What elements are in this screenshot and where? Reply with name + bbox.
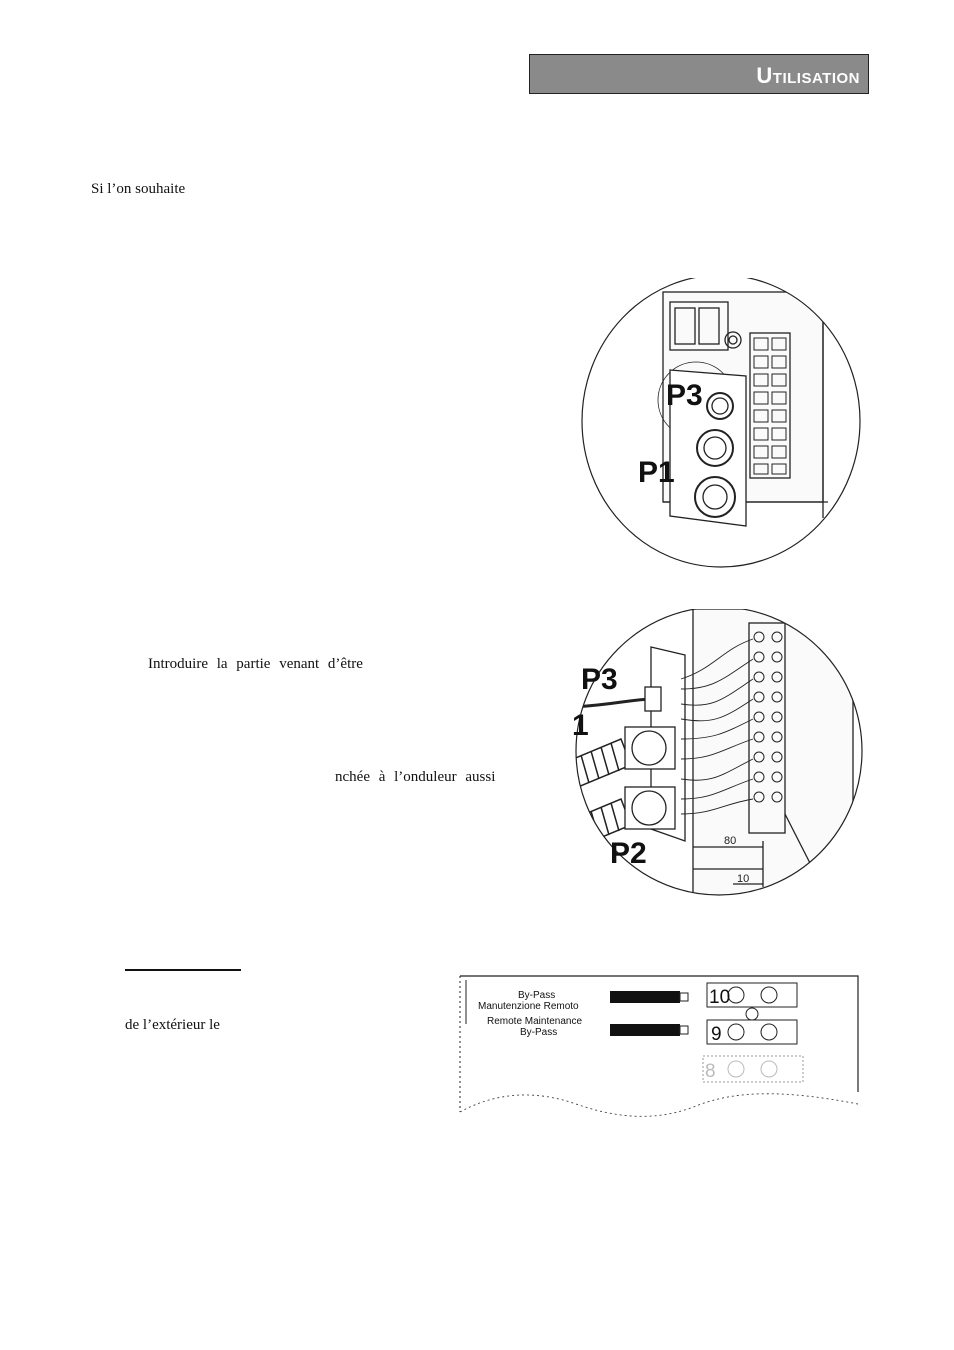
label-p3-fig2: P3 — [581, 663, 618, 696]
paragraph-text-3: nchée à l’onduleur aussi — [335, 769, 496, 785]
paragraph-text-4: de l’extérieur le — [125, 1017, 220, 1033]
paragraph-text-2: Introduire la partie venant d’être — [148, 656, 363, 672]
label-manutenzione-remoto: Manutenzione Remoto — [478, 1001, 579, 1012]
terminal-9: 9 — [711, 1024, 722, 1045]
label-bypass-it: By-Pass — [518, 990, 555, 1001]
cable-connection-figure-2: 80 10 P3 P1 P2 — [573, 609, 863, 896]
label-p1-fig1: P1 — [638, 456, 675, 489]
label-bypass-en: By-Pass — [520, 1027, 557, 1038]
paragraph-text-1: Si l’on souhaite — [91, 181, 186, 197]
dimension-10: 10 — [737, 873, 749, 885]
terminal-10: 10 — [709, 987, 730, 1008]
page-header: Utilisation — [529, 54, 869, 94]
label-p3-fig1: P3 — [666, 379, 703, 412]
terminal-8: 8 — [705, 1061, 716, 1082]
rear-panel-detail-figure-1: P3 P1 — [581, 278, 861, 568]
dimension-80: 80 — [724, 835, 736, 847]
remote-maintenance-terminals-figure-3: By-Pass Manutenzione Remoto Remote Maint… — [459, 975, 859, 1117]
label-p1-fig2: P1 — [573, 709, 589, 742]
label-remote-maintenance: Remote Maintenance — [487, 1016, 582, 1027]
header-title: Utilisation — [756, 63, 860, 88]
label-p2-fig2: P2 — [610, 837, 647, 870]
section-underline — [125, 969, 241, 971]
